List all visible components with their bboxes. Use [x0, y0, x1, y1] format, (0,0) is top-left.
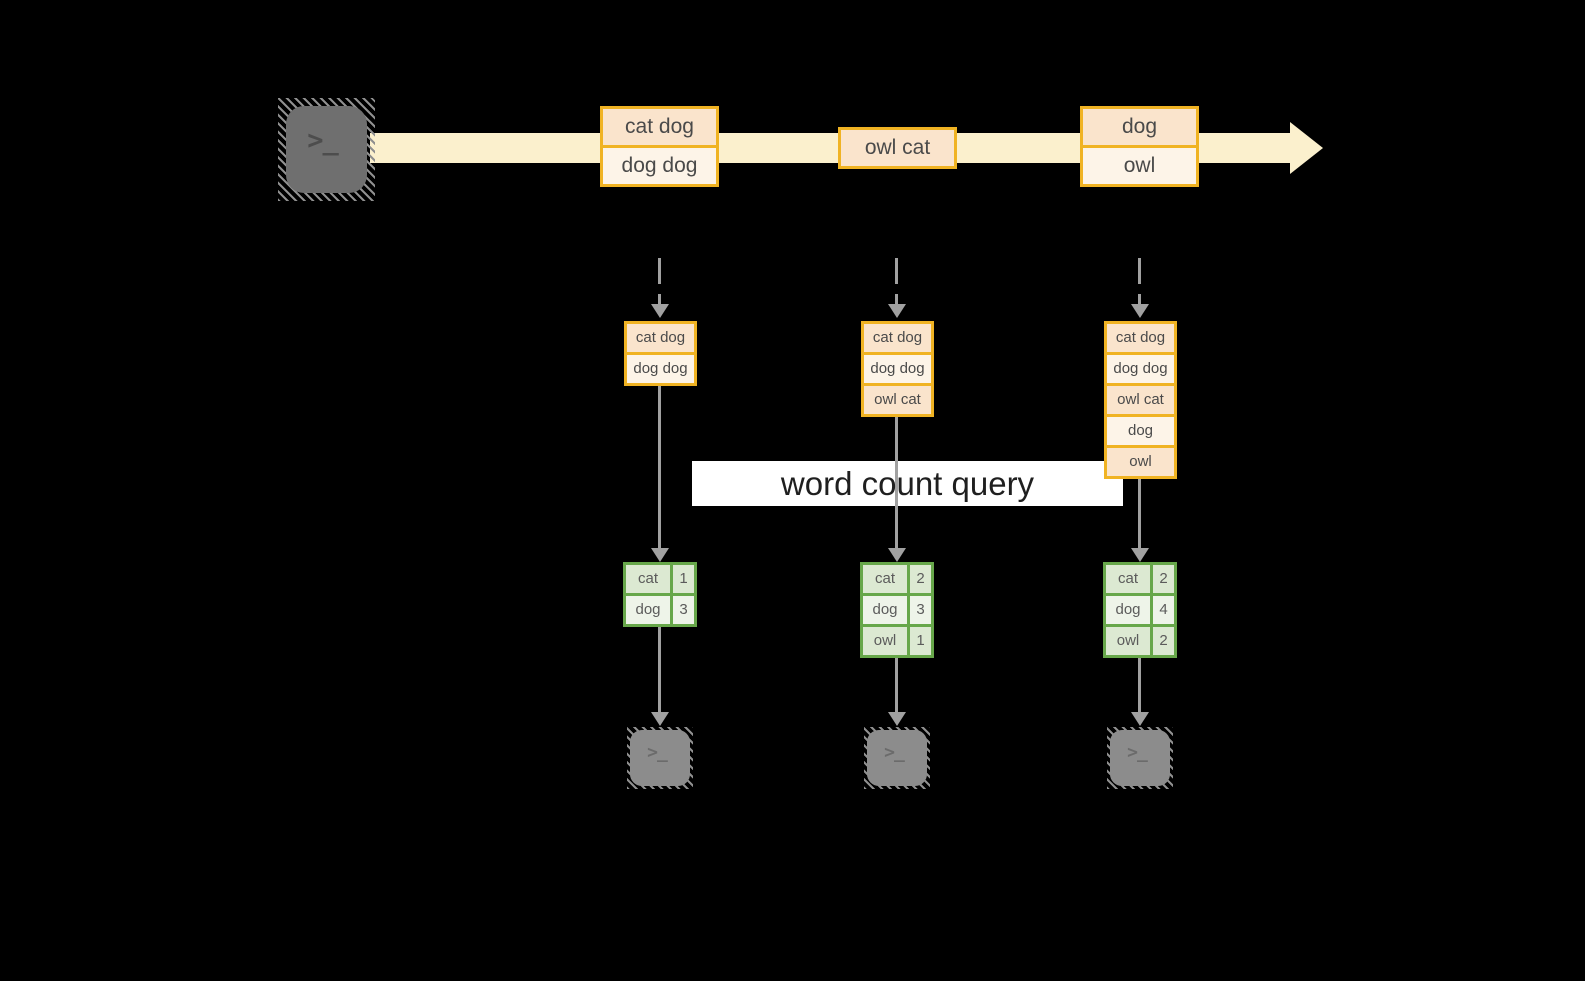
dashed-arrowhead-col1	[651, 304, 669, 318]
sink-arrow-col2	[895, 658, 898, 712]
sink-arrowhead-col1	[651, 712, 669, 726]
query-arrowhead-col1	[651, 548, 669, 562]
terminal-prompt-icon: >_	[1127, 741, 1148, 763]
state-box-col2: cat dog dog dog owl cat	[861, 321, 934, 417]
event-line: owl	[1083, 145, 1196, 184]
word-cell: dog	[1106, 596, 1150, 624]
event-line: cat dog	[603, 109, 716, 145]
state-row: cat dog	[864, 324, 931, 352]
wordcount-table-col1: cat 1 dog 3	[623, 562, 697, 627]
terminal-prompt-icon: >_	[884, 741, 905, 763]
query-arrow-col3	[1138, 479, 1141, 548]
terminal-prompt-icon: >_	[647, 741, 668, 763]
dashed-arrow-col2	[895, 258, 898, 304]
state-row: owl cat	[1107, 383, 1174, 414]
sink-arrowhead-col3	[1131, 712, 1149, 726]
word-cell: cat	[863, 565, 907, 593]
table-row: cat 1	[626, 565, 694, 593]
state-row: dog dog	[1107, 352, 1174, 383]
word-cell: owl	[863, 627, 907, 655]
count-cell: 2	[1150, 627, 1174, 655]
table-row: dog 4	[1106, 593, 1174, 624]
sink-arrow-col1	[658, 627, 661, 712]
terminal-icon: >_	[1110, 730, 1170, 786]
dashed-arrow-col1	[658, 258, 661, 304]
event-line: dog dog	[603, 145, 716, 184]
state-row: owl cat	[864, 383, 931, 414]
state-box-col3: cat dog dog dog owl cat dog owl	[1104, 321, 1177, 479]
terminal-icon: >_	[630, 730, 690, 786]
word-cell: dog	[626, 596, 670, 624]
table-row: owl 1	[863, 624, 931, 655]
table-row: dog 3	[863, 593, 931, 624]
stream-event-2: owl cat	[838, 127, 957, 169]
dashed-arrowhead-col3	[1131, 304, 1149, 318]
count-cell: 2	[907, 565, 931, 593]
sink-arrow-col3	[1138, 658, 1141, 712]
dashed-arrow-col3	[1138, 258, 1141, 304]
state-row: cat dog	[627, 324, 694, 352]
dashed-arrowhead-col2	[888, 304, 906, 318]
source-terminal: >_	[278, 98, 375, 201]
event-line: dog	[1083, 109, 1196, 145]
query-arrowhead-col3	[1131, 548, 1149, 562]
wordcount-table-col2: cat 2 dog 3 owl 1	[860, 562, 934, 658]
state-row: dog dog	[627, 352, 694, 383]
state-row: cat dog	[1107, 324, 1174, 352]
table-row: owl 2	[1106, 624, 1174, 655]
state-row: dog dog	[864, 352, 931, 383]
count-cell: 1	[670, 565, 694, 593]
word-cell: owl	[1106, 627, 1150, 655]
table-row: cat 2	[1106, 565, 1174, 593]
table-row: dog 3	[626, 593, 694, 624]
query-label-background	[692, 461, 1123, 506]
word-cell: cat	[1106, 565, 1150, 593]
terminal-prompt-icon: >_	[307, 125, 339, 156]
terminal-icon: >_	[867, 730, 927, 786]
sink-terminal-col3: >_	[1107, 727, 1173, 789]
stream-event-3: dog owl	[1080, 106, 1199, 187]
query-arrow-col1	[658, 386, 661, 548]
table-row: cat 2	[863, 565, 931, 593]
event-line: owl cat	[841, 130, 954, 166]
count-cell: 3	[907, 596, 931, 624]
state-row: owl	[1107, 445, 1174, 476]
query-arrow-col2	[895, 417, 898, 548]
sink-arrowhead-col2	[888, 712, 906, 726]
query-label: word count query	[780, 465, 1035, 502]
count-cell: 2	[1150, 565, 1174, 593]
sink-terminal-col2: >_	[864, 727, 930, 789]
state-box-col1: cat dog dog dog	[624, 321, 697, 386]
state-row: dog	[1107, 414, 1174, 445]
word-cell: cat	[626, 565, 670, 593]
count-cell: 1	[907, 627, 931, 655]
count-cell: 4	[1150, 596, 1174, 624]
stream-event-1: cat dog dog dog	[600, 106, 719, 187]
query-arrowhead-col2	[888, 548, 906, 562]
sink-terminal-col1: >_	[627, 727, 693, 789]
terminal-icon: >_	[286, 106, 367, 193]
word-cell: dog	[863, 596, 907, 624]
wordcount-table-col3: cat 2 dog 4 owl 2	[1103, 562, 1177, 658]
count-cell: 3	[670, 596, 694, 624]
stream-arrow-head	[1290, 122, 1323, 174]
